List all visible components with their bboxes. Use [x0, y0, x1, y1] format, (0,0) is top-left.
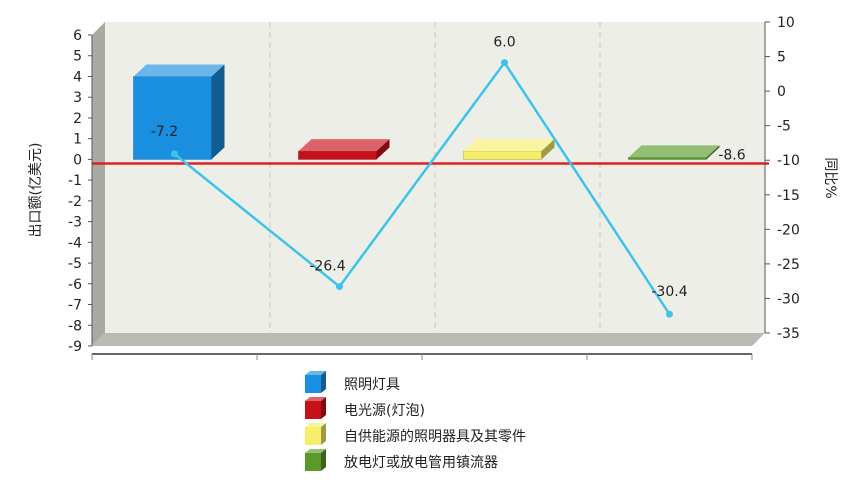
data-label: -7.2 — [151, 124, 178, 140]
y-tick-label: 3 — [73, 90, 82, 106]
y2-axis-title: 同比% — [822, 157, 838, 198]
bar-side — [211, 64, 225, 160]
legend-swatch-top — [305, 449, 326, 453]
yoy-line — [173, 60, 671, 315]
legend-label: 照明灯具 — [344, 377, 400, 393]
y-tick-label: -5 — [68, 256, 82, 272]
legend-swatch-top — [305, 423, 326, 427]
yoy-line-group — [171, 59, 673, 318]
bar — [298, 139, 390, 160]
bar-side — [376, 139, 390, 160]
y-tick-label: 2 — [73, 111, 82, 127]
bar-top — [133, 64, 225, 77]
legend-item: 自供能源的照明器具及其零件 — [305, 423, 526, 445]
bar-top — [463, 139, 555, 152]
y-tick-label: -7 — [68, 298, 82, 314]
y2-tick-label: -35 — [777, 326, 800, 342]
y2-tick-label: 5 — [777, 50, 786, 66]
bar-front — [628, 157, 707, 160]
grid-lines — [269, 22, 601, 333]
y2-tick-label: -20 — [777, 222, 800, 238]
bar-top — [628, 145, 720, 158]
legend-swatch-side — [321, 397, 326, 419]
extra-data-label: -8.6 — [718, 148, 745, 164]
bars — [133, 64, 720, 160]
left-wall — [92, 22, 105, 346]
floor — [92, 333, 765, 346]
yoy-point — [666, 310, 673, 318]
y2-tick-label: -15 — [777, 188, 800, 204]
legend-swatch — [305, 453, 321, 471]
legend-item: 照明灯具 — [305, 371, 400, 393]
legend-swatch-top — [305, 397, 326, 401]
y2-tick-label: 10 — [777, 15, 795, 31]
y-tick-label: 0 — [73, 152, 82, 168]
data-label: -26.4 — [309, 259, 345, 275]
y2-tick-label: -5 — [777, 119, 791, 135]
y-tick-label: -3 — [68, 215, 82, 231]
legend-swatch — [305, 427, 321, 445]
y-tick-label: -1 — [68, 173, 82, 189]
yoy-point — [336, 283, 343, 291]
y-axis-title: 出口额(亿美元) — [28, 143, 44, 238]
yoy-point — [171, 150, 178, 158]
y2-tick-label: -25 — [777, 257, 800, 273]
y2-tick-label: 0 — [777, 84, 786, 100]
y-tick-label: 4 — [73, 69, 82, 85]
bar — [133, 64, 225, 160]
y-tick-label: -9 — [68, 339, 82, 355]
bar-side — [706, 145, 720, 160]
bar-front — [133, 76, 212, 160]
legend-label: 放电灯或放电管用镇流器 — [344, 455, 498, 471]
legend-swatch-side — [321, 449, 326, 471]
y2-tick-label: -10 — [777, 153, 800, 169]
legend-swatch — [305, 375, 321, 393]
data-label: 6.0 — [493, 35, 515, 51]
y2-tick-label: -30 — [777, 291, 800, 307]
y-tick-label: -2 — [68, 194, 82, 210]
legend-item: 放电灯或放电管用镇流器 — [305, 449, 498, 471]
bar-front — [463, 150, 542, 160]
y-tick-label: 1 — [73, 132, 82, 148]
bar — [628, 145, 720, 160]
legend-swatch-side — [321, 371, 326, 393]
data-labels: -7.2 -26.4 6.0 -30.4 -8.6 — [151, 35, 746, 301]
legend-swatch — [305, 401, 321, 419]
y-tick-label: 5 — [73, 49, 82, 65]
y-tick-label: -6 — [68, 277, 82, 293]
bar-side — [541, 139, 555, 160]
legend-label: 自供能源的照明器具及其零件 — [344, 429, 526, 445]
bar-top — [298, 139, 390, 152]
legend-swatch-side — [321, 423, 326, 445]
data-label: -30.4 — [651, 284, 687, 300]
axes: 6543210-1-2-3-4-5-6-7-8-91050-5-10-15-20… — [68, 15, 800, 360]
bar-front — [298, 150, 377, 160]
yoy-point — [501, 59, 508, 67]
y-tick-label: -8 — [68, 318, 82, 334]
y-tick-label: 6 — [73, 28, 82, 44]
bar — [463, 139, 555, 160]
legend-item: 电光源(灯泡) — [305, 397, 425, 419]
y-tick-label: -4 — [68, 235, 82, 251]
legend-label: 电光源(灯泡) — [344, 403, 425, 419]
legend-swatch-top — [305, 371, 326, 375]
